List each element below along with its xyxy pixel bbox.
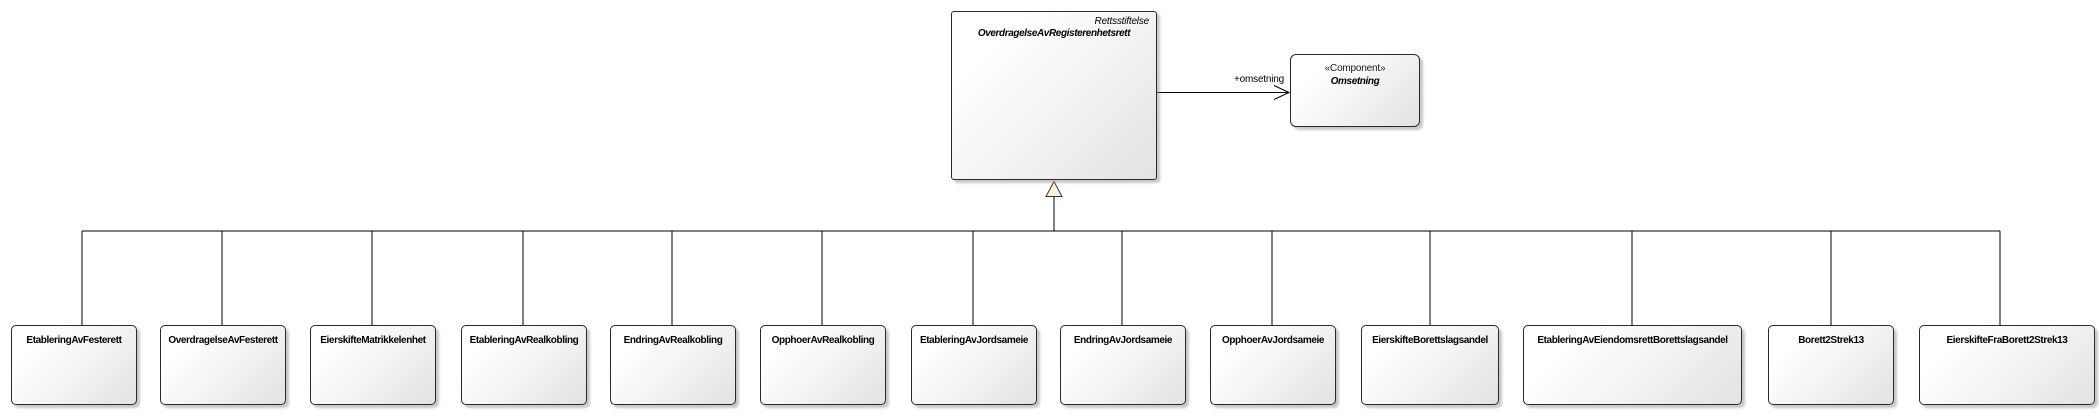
class-node-overdragelse-av-registerenhetsrett[interactable]: Rettsstiftelse OverdragelseAvRegisterenh… bbox=[951, 11, 1157, 180]
class-name-label: Borett2Strek13 bbox=[1798, 335, 1864, 346]
class-node-eierskifte-borettslagsandel[interactable]: EierskifteBorettslagsandel bbox=[1361, 325, 1499, 405]
generalization-tree-connector[interactable] bbox=[81, 197, 2001, 325]
class-name-label: OpphoerAvJordsameie bbox=[1221, 335, 1325, 346]
class-name-label: EtableringAvEiendomsrettBorettslagsandel bbox=[1537, 335, 1728, 346]
class-name-label: OverdragelseAvFesterett bbox=[168, 335, 278, 346]
component-node-omsetning[interactable]: «Component» Omsetning bbox=[1290, 54, 1420, 127]
class-node-opphoer-av-realkobling[interactable]: OpphoerAvRealkobling bbox=[760, 325, 886, 405]
class-node-etablering-av-eiendomsrett-borettslagsandel[interactable]: EtableringAvEiendomsrettBorettslagsandel bbox=[1523, 325, 1742, 405]
class-node-etablering-av-jordsameie[interactable]: EtableringAvJordsameie bbox=[911, 325, 1037, 405]
class-node-overdragelse-av-festerett[interactable]: OverdragelseAvFesterett bbox=[160, 325, 286, 405]
association-role-label: +omsetning bbox=[1234, 74, 1284, 85]
class-name-label: EtableringAvJordsameie bbox=[919, 335, 1029, 346]
component-stereotype-label: «Component» bbox=[1324, 63, 1386, 74]
class-node-eierskifte-matrikkelenhet[interactable]: EierskifteMatrikkelenhet bbox=[310, 325, 436, 405]
class-name-label: OpphoerAvRealkobling bbox=[771, 335, 875, 346]
class-node-etablering-av-realkobling[interactable]: EtableringAvRealkobling bbox=[461, 325, 587, 405]
class-node-etablering-av-festerett[interactable]: EtableringAvFesterett bbox=[11, 325, 137, 405]
class-name-label: EierskifteBorettslagsandel bbox=[1372, 335, 1488, 346]
class-name-label: EtableringAvRealkobling bbox=[469, 335, 579, 346]
class-node-eierskifte-fra-borett2strek13[interactable]: EierskifteFraBorett2Strek13 bbox=[1919, 325, 2095, 405]
class-node-borett2strek13[interactable]: Borett2Strek13 bbox=[1768, 325, 1894, 405]
component-name-label: Omsetning bbox=[1330, 76, 1380, 87]
class-name-label: EierskifteMatrikkelenhet bbox=[320, 335, 426, 346]
association-open-arrowhead-icon bbox=[1273, 85, 1291, 100]
class-name-label: EndringAvJordsameie bbox=[1073, 335, 1173, 346]
class-node-endring-av-jordsameie[interactable]: EndringAvJordsameie bbox=[1060, 325, 1186, 405]
class-node-opphoer-av-jordsameie[interactable]: OpphoerAvJordsameie bbox=[1210, 325, 1336, 405]
generalization-arrowhead-icon bbox=[1045, 180, 1063, 197]
class-name-label: EierskifteFraBorett2Strek13 bbox=[1946, 335, 2068, 346]
class-name-label: EtableringAvFesterett bbox=[26, 335, 122, 346]
parent-type-label: Rettsstiftelse bbox=[1094, 16, 1150, 27]
class-node-endring-av-realkobling[interactable]: EndringAvRealkobling bbox=[610, 325, 736, 405]
class-name-label: OverdragelseAvRegisterenhetsrett bbox=[977, 28, 1131, 39]
class-name-label: EndringAvRealkobling bbox=[623, 335, 723, 346]
